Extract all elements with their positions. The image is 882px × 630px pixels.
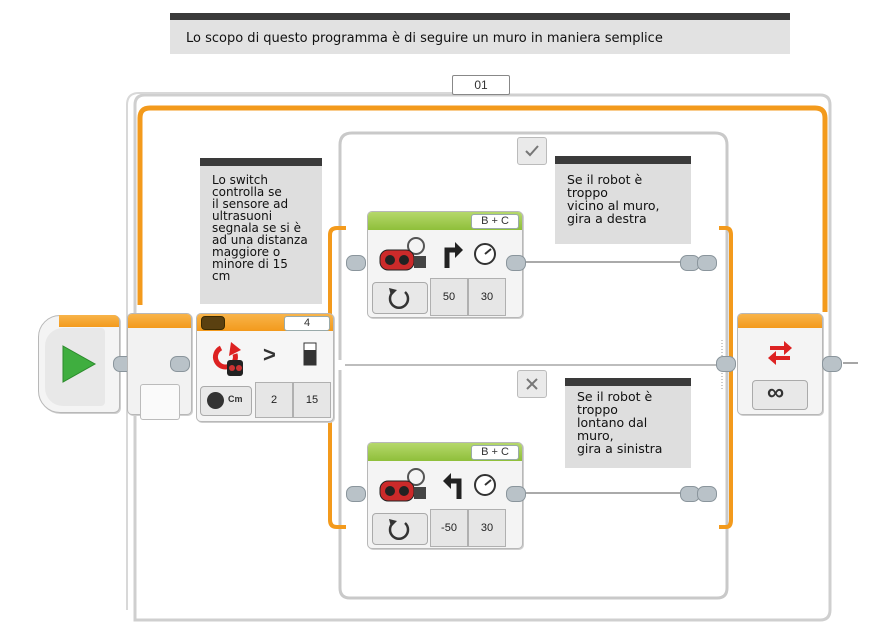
loop-start-block[interactable] (127, 313, 192, 420)
loop-repeat-icon (768, 341, 792, 365)
switch-view-toggle[interactable] (201, 316, 225, 330)
move-steering-block-true[interactable]: B + C 50 30 (367, 211, 523, 318)
case-false-output-plug[interactable] (506, 486, 526, 502)
case-true-input-plug[interactable] (346, 255, 366, 271)
motor-ports-false: B + C (481, 446, 509, 458)
sensor-mode-selector[interactable]: Cm (200, 386, 252, 416)
sensor-port-value: 4 (303, 317, 311, 329)
loop-name: 01 (474, 78, 488, 92)
motor-mode-selector-false[interactable] (372, 513, 428, 545)
case-false-comment-text: Se il robot è troppo lontano dal muro, g… (577, 389, 663, 456)
steering-motor-icon (379, 237, 426, 271)
threshold-value: 15 (305, 394, 319, 406)
switch-output-plug[interactable] (716, 356, 736, 372)
case-false-comment[interactable]: Se il robot è troppo lontano dal muro, g… (565, 378, 691, 468)
steering-value-false: -50 (441, 522, 457, 534)
compare-type-value: 2 (270, 394, 278, 406)
program-description-text: Lo scopo di questo programma è di seguir… (186, 31, 663, 46)
power-value-false: 30 (480, 522, 494, 534)
loop-wire (137, 105, 828, 312)
steering-value-true: 50 (442, 291, 456, 303)
steering-param-true[interactable]: 50 (430, 278, 468, 316)
power-gauge-icon (474, 474, 496, 496)
loop-output-plug[interactable] (822, 356, 842, 372)
sensor-port-selector[interactable]: 4 (284, 316, 330, 331)
sensor-mode-label: Cm (228, 394, 243, 404)
loop-input-plug[interactable] (170, 356, 190, 372)
threshold-icon (303, 342, 317, 366)
power-value-true: 30 (480, 291, 494, 303)
switch-comment-text: Lo switch controlla se il sensore ad ult… (212, 173, 308, 283)
play-icon[interactable] (59, 344, 99, 384)
case-true-end-plug-b[interactable] (697, 255, 717, 271)
cross-icon (526, 378, 538, 390)
case-false-end-plug-b[interactable] (697, 486, 717, 502)
case-true-tab[interactable] (517, 137, 547, 165)
case-true-output-plug[interactable] (506, 255, 526, 271)
case-true-comment-text: Se il robot è troppo vicino al muro, gir… (567, 172, 660, 226)
power-param-false[interactable]: 30 (468, 509, 506, 547)
switch-comment[interactable]: Lo switch controlla se il sensore ad ult… (200, 158, 322, 304)
rotate-icon (388, 288, 410, 309)
case-false-input-plug[interactable] (346, 486, 366, 502)
compare-type-param[interactable]: 2 (255, 382, 293, 418)
start-block[interactable] (38, 315, 120, 413)
program-description-comment[interactable]: Lo scopo di questo programma è di seguir… (170, 13, 790, 54)
motor-ports-selector-true[interactable]: B + C (471, 214, 519, 229)
infinity-icon: ∞ (767, 379, 785, 406)
case-false-tab[interactable] (517, 370, 547, 398)
loop-frame (133, 93, 832, 622)
switch-case-true-frame (338, 131, 729, 360)
turn-right-icon (444, 242, 463, 268)
loop-end-block[interactable]: ∞ (737, 313, 823, 415)
ultrasonic-sensor-icon (212, 342, 243, 376)
power-gauge-icon (474, 243, 496, 265)
rotate-icon (388, 519, 410, 540)
motor-ports-selector-false[interactable]: B + C (471, 445, 519, 460)
turn-left-icon (443, 473, 462, 499)
motor-mode-selector-true[interactable] (372, 282, 428, 314)
loop-mode-selector[interactable]: ∞ (752, 379, 808, 410)
case-true-comment[interactable]: Se il robot è troppo vicino al muro, gir… (555, 156, 691, 244)
move-steering-block-false[interactable]: B + C -50 30 (367, 442, 523, 549)
power-param-true[interactable]: 30 (468, 278, 506, 316)
motor-ports-true: B + C (481, 215, 509, 227)
switch-case-false-frame (338, 370, 729, 600)
loop-name-tab[interactable]: 01 (452, 75, 510, 95)
ultrasonic-switch-block[interactable]: 4 > Cm 2 15 (196, 313, 334, 422)
compare-symbol: > (263, 342, 276, 367)
steering-param-false[interactable]: -50 (430, 509, 468, 547)
checkmark-icon (525, 145, 539, 157)
steering-motor-icon (379, 468, 426, 502)
threshold-param[interactable]: 15 (293, 382, 331, 418)
